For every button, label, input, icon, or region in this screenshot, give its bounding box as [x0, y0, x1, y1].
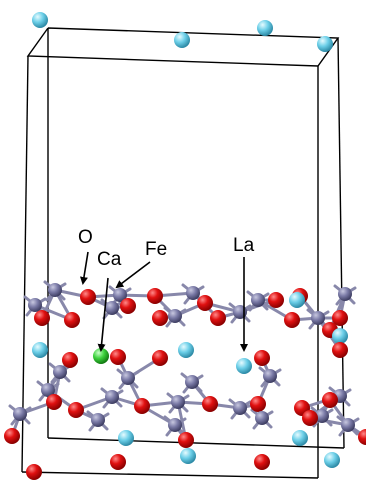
oxygen-atom	[332, 310, 348, 326]
oxygen-atom	[210, 310, 226, 326]
iron-atom	[263, 369, 277, 383]
arrow-ca	[97, 277, 109, 352]
iron-atom	[315, 409, 329, 423]
lanthanum-atom	[178, 342, 194, 358]
oxygen-atom	[64, 312, 80, 328]
oxygen-atom	[302, 410, 318, 426]
atoms-layer	[4, 12, 366, 480]
oxygen-atom	[120, 298, 136, 314]
iron-atom	[251, 293, 265, 307]
oxygen-atom	[147, 288, 163, 304]
lanthanum-atom	[257, 20, 273, 36]
iron-atom	[186, 286, 200, 300]
arrow-o	[80, 251, 89, 285]
lanthanum-atom	[32, 342, 48, 358]
lanthanum-atom	[32, 12, 48, 28]
lanthanum-atom	[118, 430, 134, 446]
oxygen-atom	[254, 350, 270, 366]
cell-edge	[47, 437, 345, 449]
iron-atom	[48, 283, 62, 297]
iron-atom	[105, 301, 119, 315]
oxygen-atom	[152, 310, 168, 326]
oxygen-atom	[134, 398, 150, 414]
iron-atom	[185, 375, 199, 389]
oxygen-atom	[152, 350, 168, 366]
oxygen-atom	[68, 402, 84, 418]
label-oxygen: O	[78, 227, 93, 248]
cell-edge	[21, 471, 319, 479]
iron-atom	[41, 383, 55, 397]
oxygen-atom	[268, 292, 284, 308]
iron-atom	[233, 305, 247, 319]
lanthanum-atom	[324, 452, 340, 468]
iron-atom	[53, 365, 67, 379]
iron-atom	[91, 413, 105, 427]
iron-atom	[28, 298, 42, 312]
lanthanum-atom	[236, 358, 252, 374]
iron-atom	[341, 418, 355, 432]
cell-edge	[337, 37, 345, 449]
calcium-atom	[93, 348, 109, 364]
oxygen-atom	[254, 454, 270, 470]
oxygen-atom	[4, 428, 20, 444]
iron-atom	[113, 288, 127, 302]
oxygen-atom	[26, 464, 42, 480]
unit-cell-box	[21, 27, 345, 479]
oxygen-atom	[202, 396, 218, 412]
oxygen-atom	[34, 310, 50, 326]
oxygen-atom	[332, 342, 348, 358]
oxygen-atom	[110, 349, 126, 365]
iron-atom	[168, 418, 182, 432]
iron-atom	[233, 401, 247, 415]
iron-atom	[121, 371, 135, 385]
oxygen-atom	[46, 394, 62, 410]
oxygen-atom	[322, 392, 338, 408]
oxygen-atom	[80, 289, 96, 305]
oxygen-atom	[178, 432, 194, 448]
oxygen-atom	[250, 396, 266, 412]
arrow-fe	[115, 261, 151, 289]
iron-atom	[105, 390, 119, 404]
label-iron: Fe	[145, 239, 168, 260]
oxygen-atom	[62, 352, 78, 368]
lanthanum-atom	[174, 32, 190, 48]
iron-atom	[171, 395, 185, 409]
iron-atom	[168, 309, 182, 323]
label-lanthanum: La	[233, 235, 255, 256]
oxygen-atom	[358, 429, 366, 445]
lanthanum-atom	[292, 430, 308, 446]
iron-atom	[255, 411, 269, 425]
iron-atom	[13, 407, 27, 421]
iron-atom	[311, 311, 325, 325]
lanthanum-atom	[317, 36, 333, 52]
lanthanum-atom	[332, 328, 348, 344]
oxygen-atom	[110, 454, 126, 470]
lanthanum-atom	[289, 292, 305, 308]
oxygen-atom	[284, 312, 300, 328]
cell-edge	[21, 55, 29, 473]
iron-atom	[338, 287, 352, 301]
oxygen-atom	[197, 295, 213, 311]
lanthanum-atom	[180, 448, 196, 464]
label-arrows	[80, 251, 248, 352]
label-calcium: Ca	[97, 249, 122, 270]
